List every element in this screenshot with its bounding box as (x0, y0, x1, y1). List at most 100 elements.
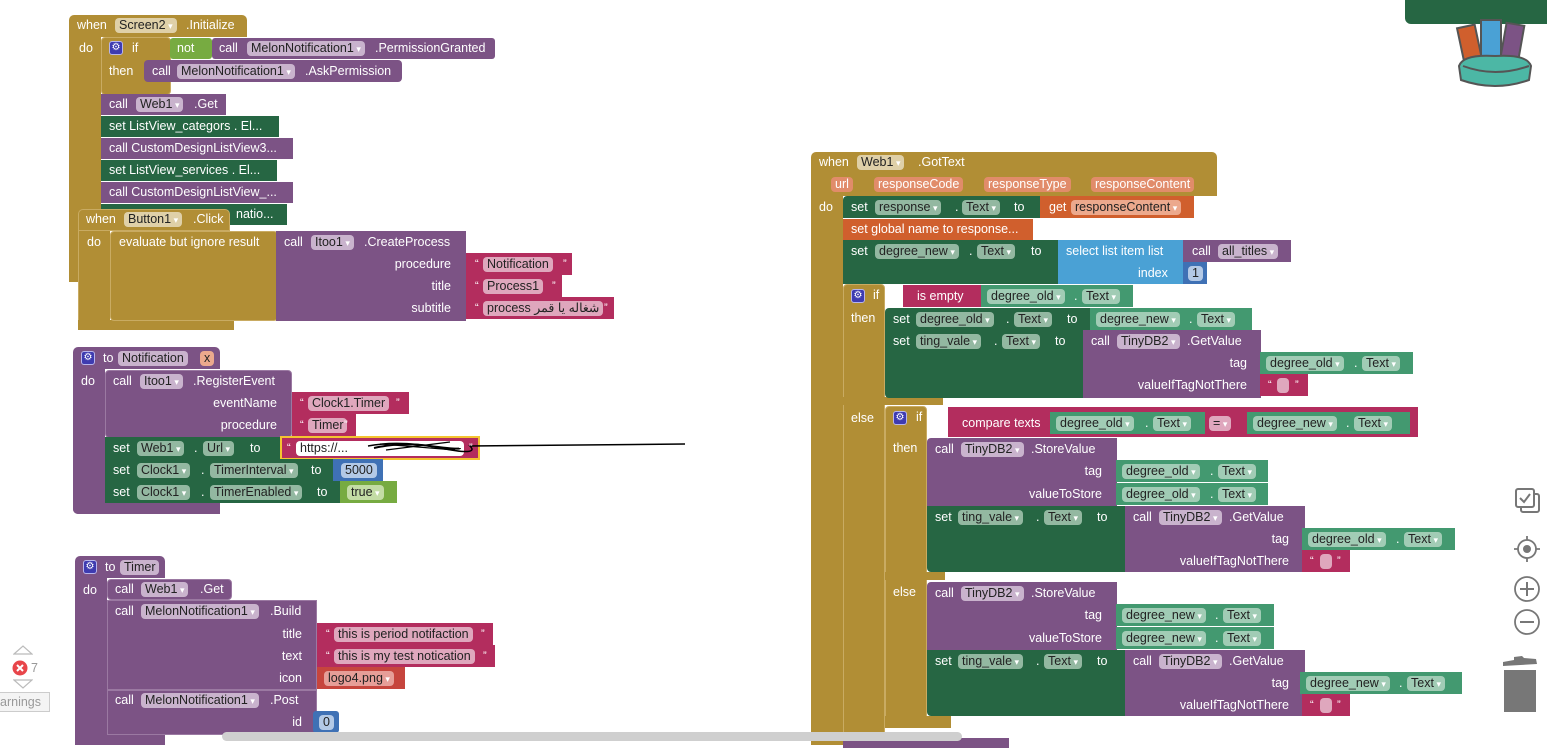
next-error-arrow-icon[interactable] (13, 679, 33, 689)
is-empty-block[interactable] (903, 285, 983, 307)
collapsed-block[interactable] (101, 160, 277, 181)
component-dropdown[interactable]: MelonNotification1 (177, 64, 295, 79)
collapsed-block[interactable] (101, 182, 293, 203)
number-field[interactable]: 1 (1188, 266, 1203, 281)
event-param[interactable]: responseCode (874, 177, 964, 192)
inner-if-block[interactable] (885, 406, 927, 728)
backpack-icon[interactable] (1455, 14, 1537, 90)
component-dropdown[interactable]: Clock1 (137, 463, 191, 478)
component-dropdown[interactable]: degree_old (1122, 464, 1200, 479)
mutator-gear-icon[interactable]: ⚙ (851, 289, 865, 303)
component-dropdown[interactable]: ting_vale (958, 654, 1024, 669)
zoom-in-icon[interactable] (1513, 575, 1541, 603)
property-dropdown[interactable]: Text (977, 244, 1015, 259)
set-response-block[interactable] (843, 196, 1043, 218)
boolean-dropdown[interactable]: true (347, 485, 384, 500)
text-field[interactable]: this is my test notication (334, 649, 475, 664)
property-dropdown[interactable]: Text (962, 200, 1000, 215)
component-dropdown[interactable]: TinyDB2 (1117, 334, 1180, 349)
zoom-out-icon[interactable] (1513, 608, 1541, 636)
component-dropdown[interactable]: degree_old (1308, 532, 1386, 547)
event-param[interactable]: url (831, 177, 853, 192)
property-dropdown[interactable]: Text (1002, 334, 1040, 349)
variable-dropdown[interactable]: responseContent (1071, 200, 1182, 215)
component-dropdown[interactable]: TinyDB2 (1159, 654, 1222, 669)
component-dropdown[interactable]: Web1 (857, 155, 905, 170)
component-dropdown[interactable]: MelonNotification1 (141, 604, 259, 619)
component-dropdown[interactable]: ting_vale (958, 510, 1024, 525)
property-dropdown[interactable]: Text (1404, 532, 1442, 547)
component-dropdown[interactable]: ting_vale (916, 334, 982, 349)
toggle-warnings-button[interactable] (0, 692, 50, 712)
component-dropdown[interactable]: MelonNotification1 (247, 41, 365, 56)
property-dropdown[interactable]: Text (1044, 654, 1082, 669)
component-dropdown[interactable]: degree_old (1122, 487, 1200, 502)
if-else-block[interactable] (843, 284, 885, 736)
property-dropdown[interactable]: Text (1014, 312, 1052, 327)
empty-text-field[interactable] (1320, 554, 1332, 569)
component-dropdown[interactable]: degree_new (1122, 631, 1206, 646)
trash-icon[interactable] (1500, 656, 1540, 712)
property-dropdown[interactable]: Text (1223, 608, 1261, 623)
asset-dropdown[interactable]: logo4.png (324, 671, 394, 686)
component-dropdown[interactable]: Clock1 (137, 485, 191, 500)
number-field[interactable]: 5000 (341, 463, 377, 478)
property-dropdown[interactable]: TimerInterval (210, 463, 298, 478)
property-dropdown[interactable]: Url (203, 441, 234, 456)
property-dropdown[interactable]: Text (1153, 416, 1191, 431)
component-dropdown[interactable]: Itoo1 (311, 235, 354, 250)
text-field[interactable]: process شغاله يا قمر (483, 301, 604, 316)
create-process-block[interactable] (276, 231, 466, 321)
component-dropdown[interactable]: degree_old (987, 289, 1065, 304)
component-dropdown[interactable]: TinyDB2 (961, 442, 1024, 457)
component-dropdown[interactable]: Web1 (137, 441, 185, 456)
empty-text-field[interactable] (1320, 698, 1332, 713)
evaluate-ignore-block[interactable] (110, 231, 278, 321)
operator-dropdown[interactable]: = (1209, 416, 1232, 431)
empty-text-field[interactable] (1277, 378, 1289, 393)
property-dropdown[interactable]: Text (1223, 631, 1261, 646)
component-dropdown[interactable]: MelonNotification1 (141, 693, 259, 708)
event-param[interactable]: responseContent (1091, 177, 1195, 192)
toolbox-flyout-tab[interactable] (1405, 0, 1547, 24)
property-dropdown[interactable]: Text (1362, 356, 1400, 371)
text-field[interactable]: Notification (483, 257, 553, 272)
property-dropdown[interactable]: Text (1082, 289, 1120, 304)
text-field[interactable]: this is period notifaction (334, 627, 473, 642)
text-field[interactable]: Clock1.Timer (308, 396, 390, 411)
procedure-name-field[interactable]: Notification (118, 351, 188, 366)
text-field[interactable]: Process1 (483, 279, 544, 294)
component-dropdown[interactable]: Screen2 (115, 18, 177, 33)
mutator-gear-icon[interactable]: ⚙ (83, 560, 97, 574)
cleanup-icon[interactable] (1515, 488, 1541, 514)
component-dropdown[interactable]: response (875, 200, 942, 215)
component-dropdown[interactable]: degree_new (1253, 416, 1337, 431)
property-dropdown[interactable]: Text (1197, 312, 1235, 327)
property-dropdown[interactable]: Text (1044, 510, 1082, 525)
collapsed-block[interactable] (101, 138, 293, 159)
mutator-gear-icon[interactable]: ⚙ (893, 411, 907, 425)
collapsed-block[interactable] (843, 219, 1033, 240)
component-dropdown[interactable]: Web1 (141, 582, 189, 597)
property-dropdown[interactable]: TimerEnabled (210, 485, 303, 500)
center-icon[interactable] (1513, 535, 1541, 563)
property-dropdown[interactable]: Text (1218, 464, 1256, 479)
collapsed-block[interactable] (101, 116, 279, 137)
property-dropdown[interactable]: Text (1407, 676, 1445, 691)
not-block[interactable] (170, 38, 212, 59)
component-dropdown[interactable]: degree_old (1056, 416, 1134, 431)
component-dropdown[interactable]: Web1 (136, 97, 184, 112)
component-dropdown[interactable]: degree_old (1266, 356, 1344, 371)
event-param[interactable]: responseType (984, 177, 1071, 192)
component-dropdown[interactable]: degree_new (875, 244, 959, 259)
property-dropdown[interactable]: Text (1354, 416, 1392, 431)
mutator-gear-icon[interactable]: ⚙ (81, 351, 95, 365)
component-dropdown[interactable]: degree_new (1306, 676, 1390, 691)
previous-error-arrow-icon[interactable] (13, 645, 33, 655)
component-dropdown[interactable]: TinyDB2 (1159, 510, 1222, 525)
text-field[interactable]: Timer (308, 418, 348, 433)
register-event-block[interactable] (105, 370, 292, 438)
component-dropdown[interactable]: Button1 (124, 212, 183, 227)
component-dropdown[interactable]: degree_old (916, 312, 994, 327)
mutator-gear-icon[interactable]: ⚙ (109, 41, 123, 55)
